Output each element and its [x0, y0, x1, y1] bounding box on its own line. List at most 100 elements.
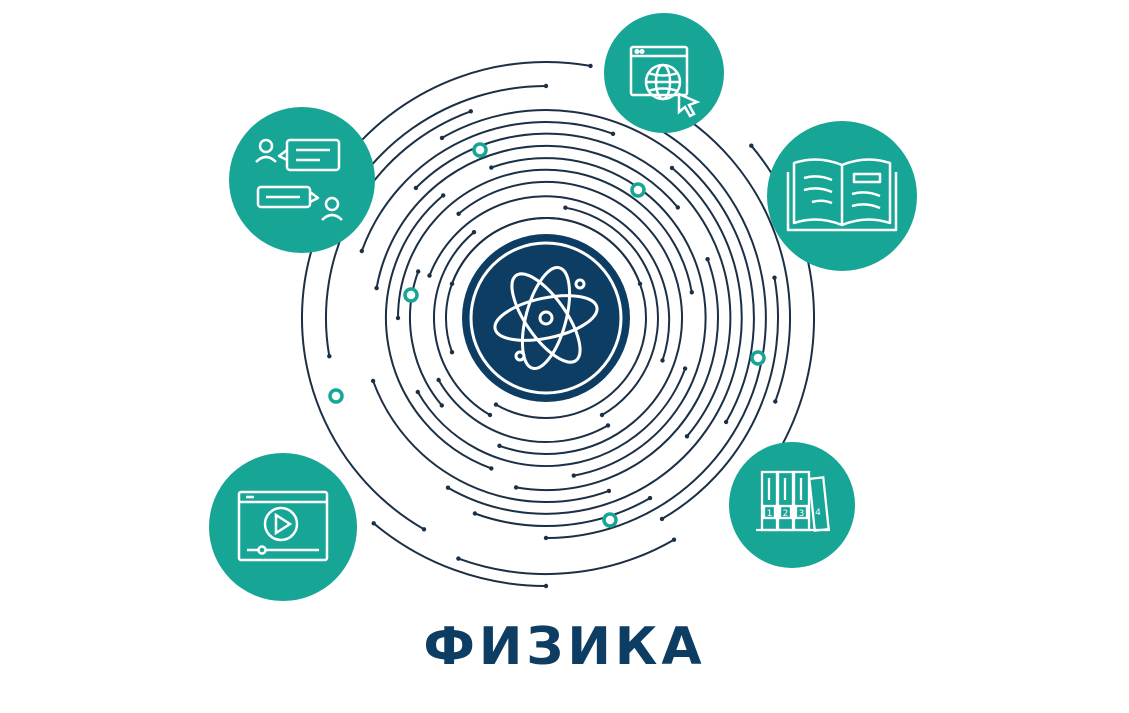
- orbit-arc-17-end-1: [359, 248, 364, 254]
- orbit-arc-19-end-2: [723, 419, 729, 425]
- orbit-arc-9: [396, 168, 693, 319]
- orbit-arc-20: [473, 497, 651, 527]
- orbit-arc-16: [372, 379, 610, 503]
- orbit-nodes: [328, 142, 766, 528]
- orbit-arc-26: [667, 105, 792, 403]
- web-globe-icon: [629, 45, 701, 118]
- orbit-arc-2-end-1: [449, 350, 455, 355]
- orbit-arc-12: [385, 194, 493, 470]
- orbit-lines: [300, 61, 816, 589]
- orbit-arc-12-end-1: [489, 466, 494, 471]
- orbit-arc-13-end-2: [675, 205, 680, 210]
- orbit-arc-25: [300, 233, 425, 531]
- chat-badge: [229, 107, 375, 253]
- orbit-arc-13: [375, 144, 679, 290]
- orbit-arc-6-end-1: [605, 423, 611, 428]
- orbit-arc-2: [444, 216, 641, 354]
- orbit-arc-15-end-2: [684, 434, 690, 439]
- orbit-arc-8-end-2: [416, 269, 421, 274]
- orbit-node-4: [750, 350, 766, 366]
- orbit-arc-25-end-1: [421, 527, 427, 532]
- orbit-arc-19: [441, 109, 755, 423]
- binder-label-4: 4: [815, 508, 821, 518]
- orbit-arc-8-end-1: [439, 403, 444, 408]
- orbit-node-3: [403, 287, 419, 303]
- orbit-arc-3: [564, 206, 659, 416]
- open-book-icon: [786, 158, 898, 232]
- orbit-arc-14-end-2: [513, 485, 519, 490]
- orbit-arc-24-end-1: [772, 275, 777, 280]
- orbit-arc-10: [416, 367, 687, 468]
- orbit-arc-9-end-2: [689, 290, 694, 295]
- atom-icon: [493, 266, 599, 370]
- orbit-arc-24: [661, 276, 779, 520]
- orbit-arc-13-end-1: [374, 285, 379, 291]
- orbit-arc-9-end-1: [395, 315, 401, 321]
- orbit-arc-2-end-2: [637, 281, 643, 286]
- orbit-arc-5-end-2: [660, 358, 665, 363]
- binders-badge: 1 2 3 4: [729, 442, 855, 568]
- orbit-arc-7: [457, 181, 684, 455]
- orbit-arc-10-end-2: [415, 389, 420, 395]
- orbit-arc-18: [447, 166, 743, 515]
- orbit-arc-7-end-1: [456, 211, 461, 216]
- orbit-arc-14: [515, 258, 719, 491]
- orbit-arc-30: [372, 522, 547, 587]
- orbit-arc-20-end-2: [472, 511, 478, 516]
- orbit-arc-21-end-2: [468, 109, 473, 114]
- orbit-arc-18-end-1: [669, 165, 675, 171]
- orbit-arc-17: [360, 120, 614, 252]
- orbit-arc-24-end-2: [659, 516, 665, 522]
- binder-label-3: 3: [799, 509, 805, 519]
- orbit-arc-3-end-2: [599, 412, 605, 418]
- orbit-arc-19-end-1: [439, 135, 445, 141]
- orbit-arc-10-end-1: [682, 366, 688, 371]
- orbit-arc-27: [348, 61, 592, 155]
- video-player-icon: [237, 490, 329, 562]
- orbit-arc-16-end-2: [370, 378, 376, 384]
- orbit-arc-11-end-2: [571, 473, 576, 478]
- orbit-arc-22-end-2: [543, 535, 549, 541]
- atom-badge: [462, 234, 630, 402]
- orbit-arc-4: [433, 231, 491, 416]
- web-badge: [604, 13, 724, 133]
- orbit-arc-7-end-2: [497, 443, 502, 448]
- orbit-arc-5: [428, 195, 671, 362]
- orbit-arc-12-end-2: [441, 193, 446, 198]
- orbit-arc-30-end-2: [371, 521, 376, 526]
- orbit-arc-1-end-2: [493, 402, 499, 407]
- orbit-arc-11-end-1: [489, 165, 494, 170]
- page-title: ФИЗИКА: [423, 617, 706, 677]
- orbit-arc-16-end-1: [606, 488, 612, 494]
- orbit-arc-14-end-1: [705, 257, 710, 262]
- orbit-arc-23-end-2: [543, 83, 549, 89]
- video-badge: [209, 453, 357, 601]
- binder-labels: 1 2 3 4: [767, 508, 822, 519]
- orbit-arc-15: [414, 132, 732, 438]
- orbit-arc-30-end-1: [543, 583, 549, 589]
- orbit-arc-28: [457, 538, 675, 576]
- orbit-arc-26-end-2: [773, 399, 778, 404]
- orbit-arc-4-end-1: [487, 412, 493, 418]
- orbit-arc-6: [437, 379, 609, 444]
- orbit-arc-18-end-2: [445, 485, 451, 490]
- orbit-node-2: [630, 182, 646, 198]
- orbit-node-5: [328, 388, 344, 404]
- binder-label-2: 2: [783, 509, 789, 519]
- orbit-arc-5-end-1: [427, 273, 432, 278]
- orbit-arc-29-end-1: [749, 143, 754, 148]
- orbit-arc-21-end-1: [327, 354, 332, 359]
- binders-icon: [756, 470, 830, 532]
- orbit-arc-11: [490, 157, 707, 477]
- orbit-arc-20-end-1: [647, 495, 653, 501]
- orbit-arc-3-end-1: [563, 205, 568, 210]
- orbit-arc-27-end-2: [588, 63, 593, 69]
- orbit-arc-4-end-2: [471, 230, 477, 235]
- orbit-arc-28-end-1: [671, 537, 677, 542]
- orbit-arc-6-end-2: [436, 377, 441, 383]
- binder-label-1: 1: [767, 509, 773, 519]
- orbit-arc-15-end-1: [413, 185, 419, 191]
- orbit-node-6: [602, 512, 618, 528]
